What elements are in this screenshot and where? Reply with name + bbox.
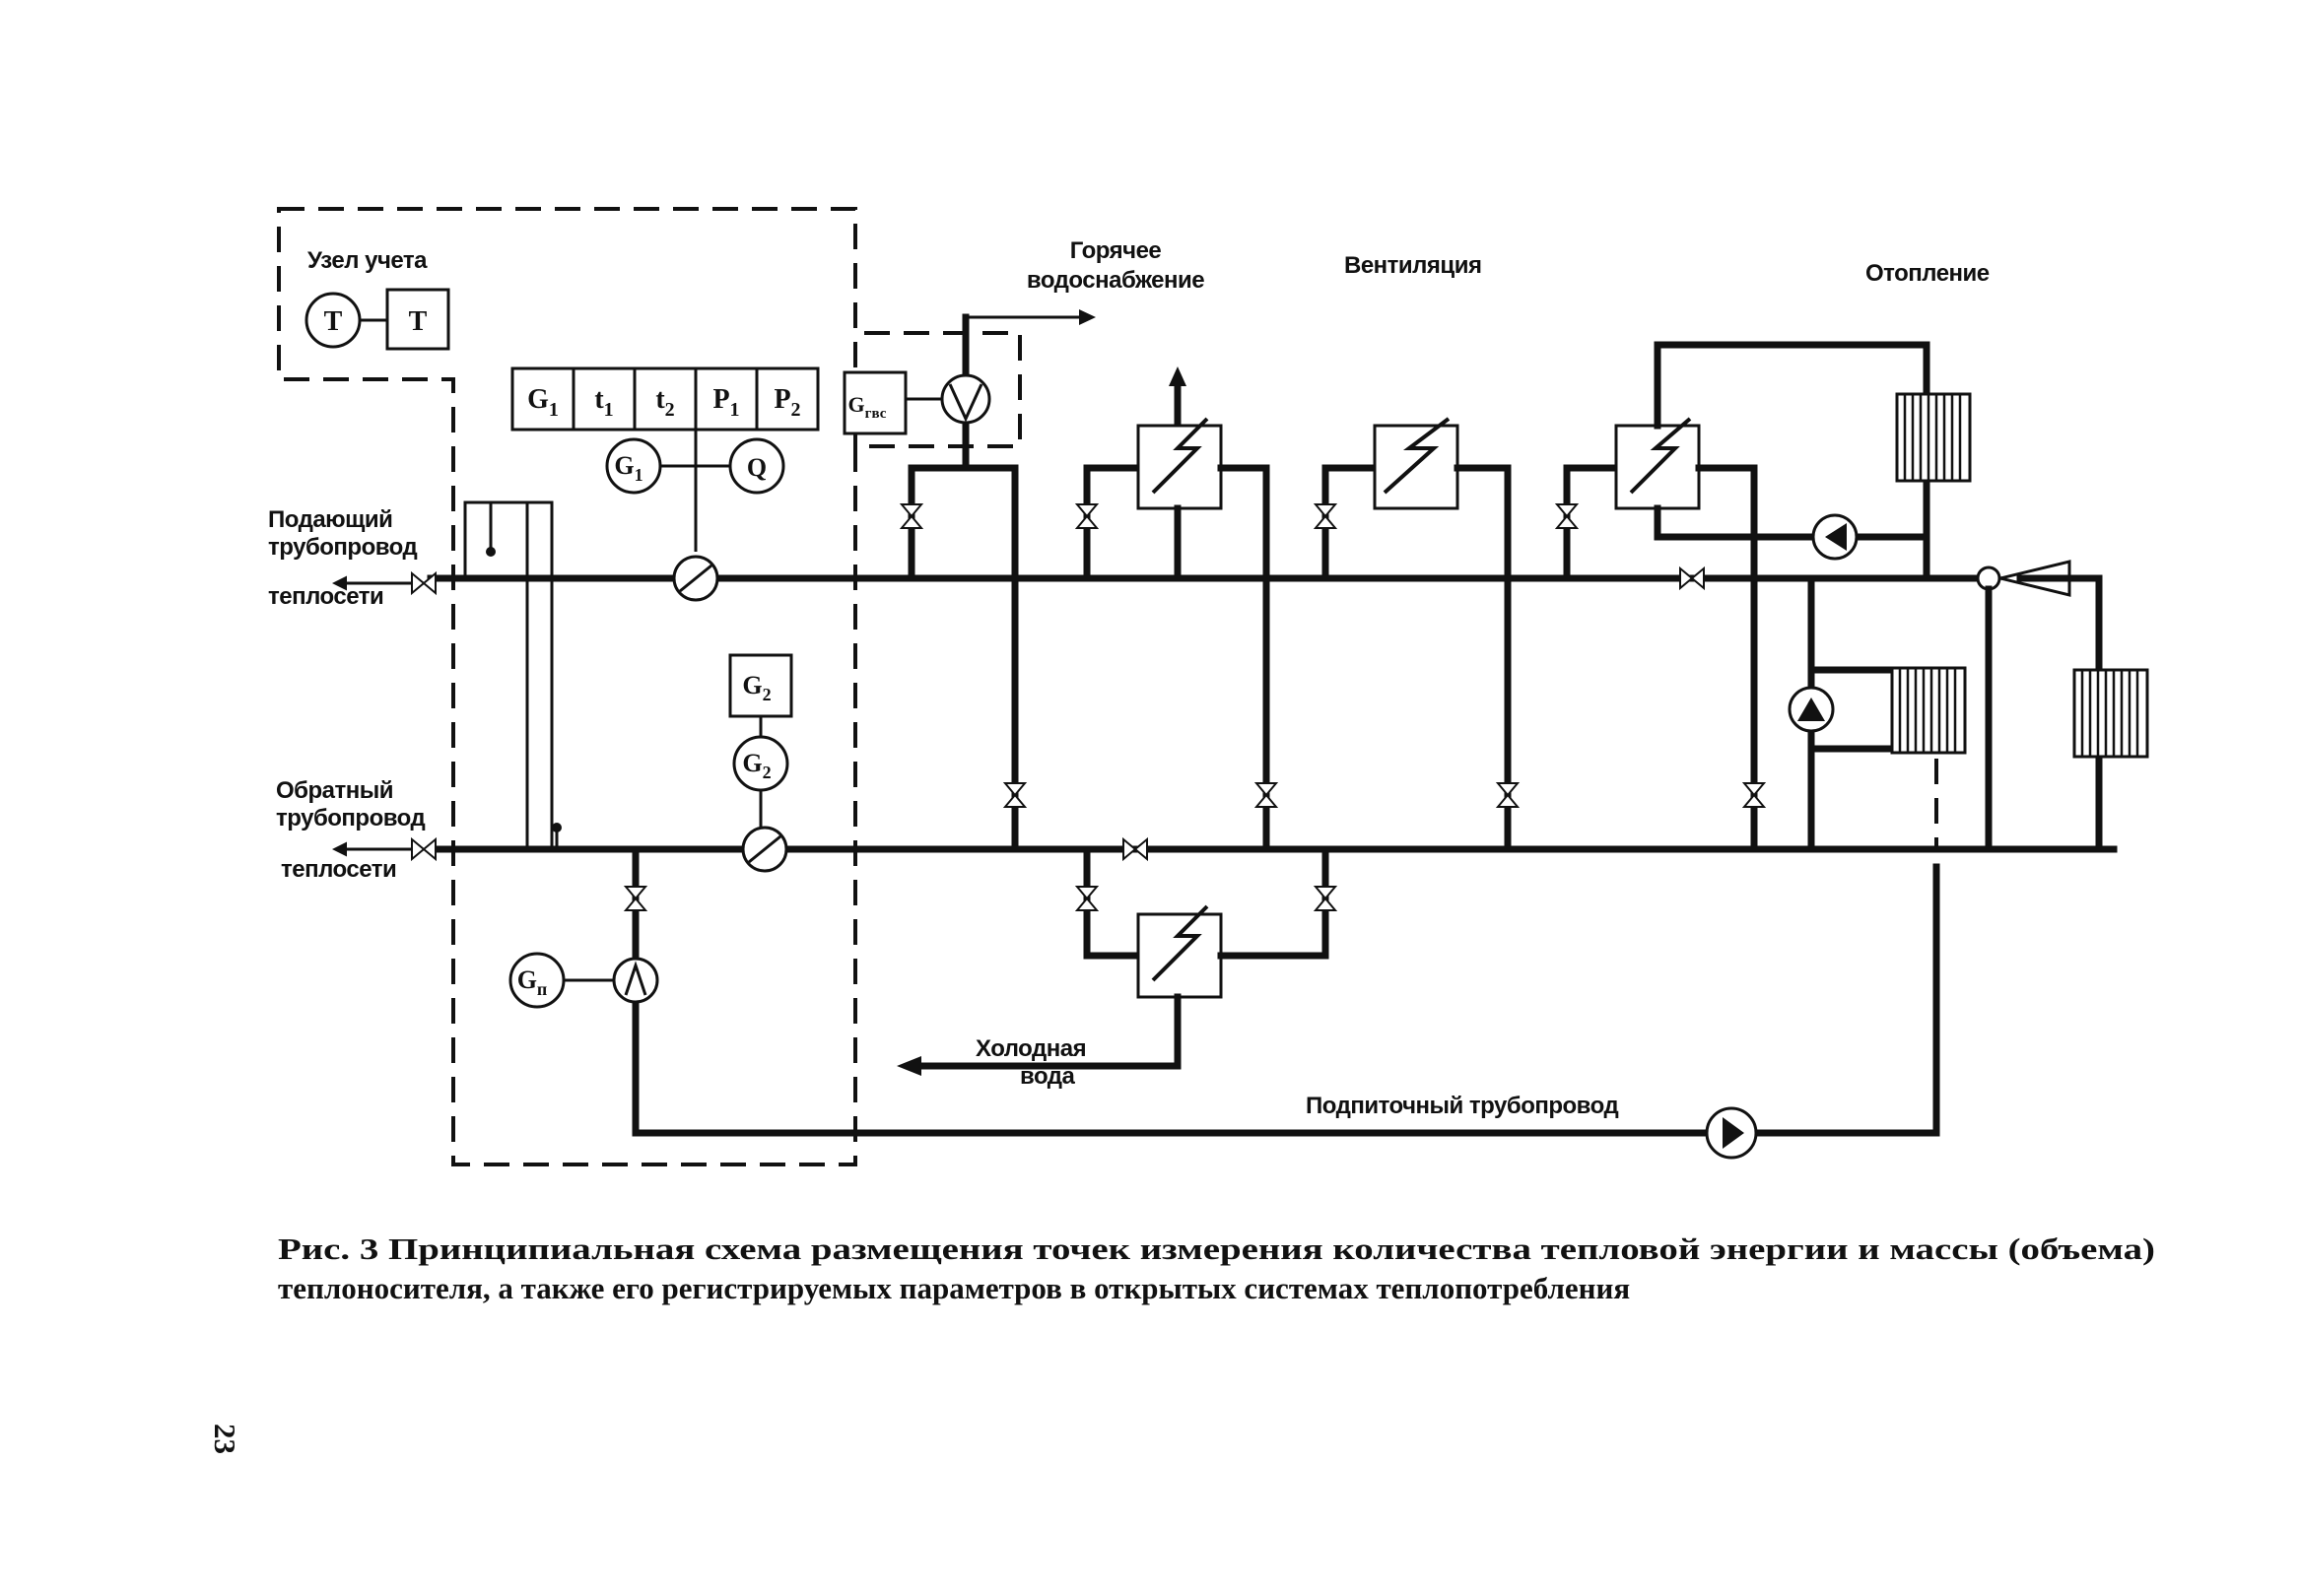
- supply-label-3: теплосети: [268, 583, 383, 610]
- cold-water-label-1: Холодная: [976, 1035, 1086, 1062]
- ventilation-heat-exchanger: [1313, 417, 1521, 853]
- hot-water-label-2: водоснабжение: [1027, 267, 1204, 294]
- hot-water-label-1: Горячее: [1070, 237, 1162, 264]
- register-cell-1: t1: [594, 384, 613, 421]
- heating-heat-exchanger: [1554, 341, 1930, 853]
- supply-label-2: трубопровод: [268, 534, 418, 561]
- supply-label-1: Подающий: [268, 506, 392, 533]
- heating-label: Отопление: [1865, 260, 1990, 287]
- cold-water-label-2: вода: [1020, 1063, 1076, 1090]
- heating-loop-middle: [1788, 574, 1967, 853]
- register-cell-4: P2: [774, 384, 800, 421]
- svg-text:G1: G1: [614, 451, 643, 485]
- metering-unit-label: Узел учета: [307, 247, 428, 274]
- register-cell-0: G1: [527, 384, 559, 421]
- register-cell-3: P1: [712, 384, 739, 421]
- svg-text:Gгвс: Gгвс: [848, 392, 887, 422]
- register-cell-2: t2: [655, 384, 674, 421]
- g1-flowmeter-symbol: G1 Q: [605, 430, 785, 552]
- return-pipe: [332, 836, 2118, 862]
- return-label-2: трубопровод: [276, 805, 426, 831]
- heat-energy-q: Q: [747, 453, 767, 482]
- meter-unit-left: T: [324, 306, 343, 337]
- svg-text:Gп: Gп: [517, 965, 548, 999]
- register-parameters-block: G1 t1 t2 P1 P2: [510, 366, 820, 432]
- return-label-3: теплосети: [281, 856, 396, 883]
- inlet-sensor-taps: [463, 500, 562, 849]
- caption-line-1: Рис. 3 Принципиальная схема размещения т…: [278, 1231, 2155, 1266]
- meter-unit-right: T: [409, 306, 428, 337]
- svg-text:G2: G2: [742, 749, 771, 782]
- g2-flowmeter-symbol: G2 G2: [728, 653, 793, 873]
- makeup-pipe-label: Подпиточный трубопровод: [1306, 1093, 1618, 1119]
- ventilation-label: Вентиляция: [1344, 252, 1481, 279]
- radiator-top: [1895, 392, 1972, 483]
- svg-text:G2: G2: [742, 671, 771, 704]
- elevator-jet-pump: [1976, 560, 2149, 853]
- dhw-heat-exchanger-branch: [1074, 366, 1279, 853]
- caption-line-2: теплоносителя, а также его регистрируемы…: [278, 1271, 1630, 1305]
- cold-water-heat-exchanger: [897, 836, 1338, 1076]
- page-number: 23: [208, 1424, 242, 1454]
- supply-flow-transducer: [672, 555, 719, 602]
- metering-boundary: [277, 207, 1022, 1166]
- temperature-sensor-symbol: T T: [304, 288, 450, 351]
- return-label-1: Обратный: [276, 777, 393, 804]
- makeup-branch: Gп: [508, 845, 1940, 1160]
- hot-water-branch: Gгвс: [843, 309, 1096, 853]
